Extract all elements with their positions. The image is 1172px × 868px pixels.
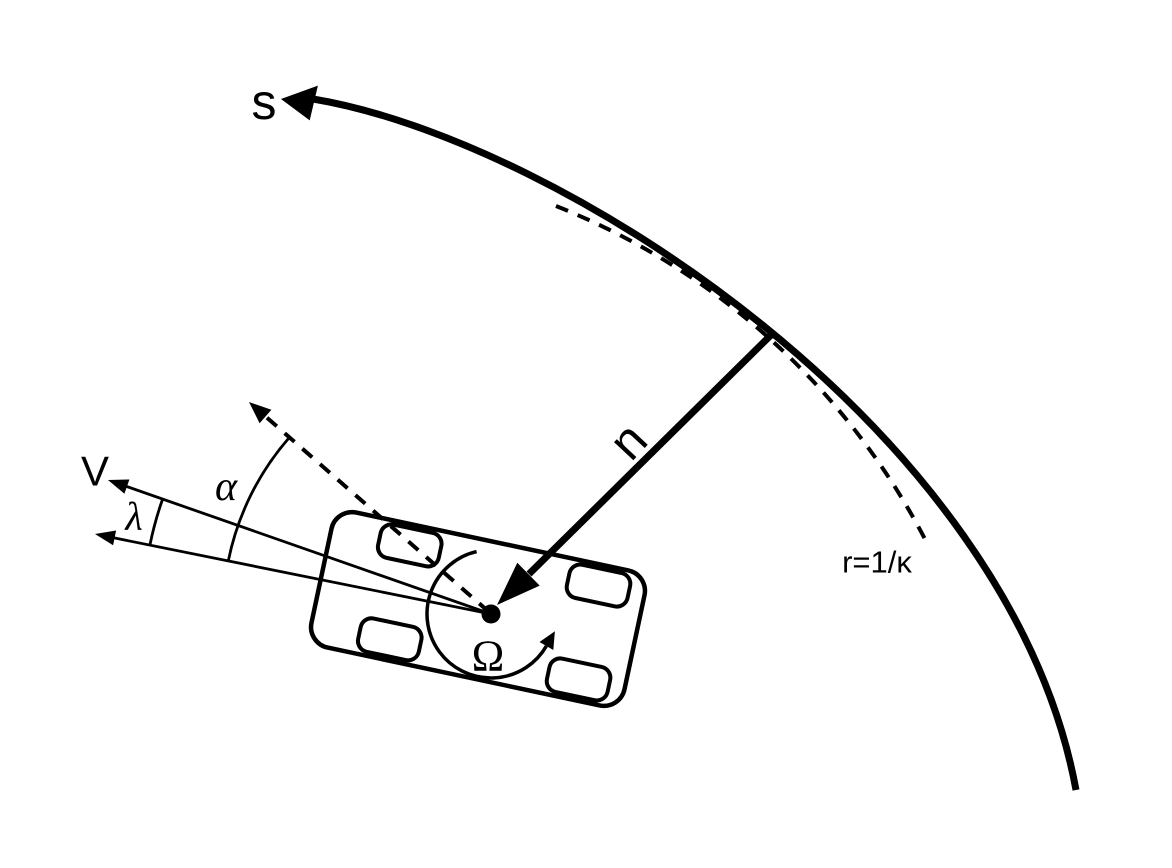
heading-axis-dashed-line [263,414,491,614]
reference-direction-arrowhead-icon [95,530,117,546]
vehicle-reference-point-dot [481,604,501,624]
lateral-offset-n-arrowhead-icon [497,562,540,605]
vehicle-wheel-front-right [564,562,633,609]
vehicle-wheel-front-left [375,522,444,569]
vehicle-wheel-rear-right [544,656,613,703]
heading-angle-alpha-label: α [215,464,238,510]
reference-direction-line [113,536,492,616]
velocity-vector-line [126,485,492,616]
curvature-radius-label: r=1/κ [842,545,912,580]
vehicle-wheel-rear-left [355,616,424,663]
velocity-arrowhead-icon [108,479,130,494]
yaw-rate-arrowhead-icon [539,631,555,650]
lateral-offset-line-n [526,331,775,577]
osculating-circle-dashed-arc [555,204,930,546]
heading-axis-arrowhead-icon [249,402,272,424]
path-s-label: s [252,74,277,130]
yaw-rate-omega-label: Ω [472,632,505,681]
slip-angle-arc [148,498,164,546]
path-curve-s [312,95,1080,791]
lateral-offset-n-label: n [598,412,658,471]
heading-angle-arc [226,436,291,562]
yaw-rate-arc [425,549,548,680]
slip-angle-lambda-label: λ [124,494,142,539]
path-s-arrowhead-icon [281,85,318,121]
velocity-v-label: V [81,448,109,495]
